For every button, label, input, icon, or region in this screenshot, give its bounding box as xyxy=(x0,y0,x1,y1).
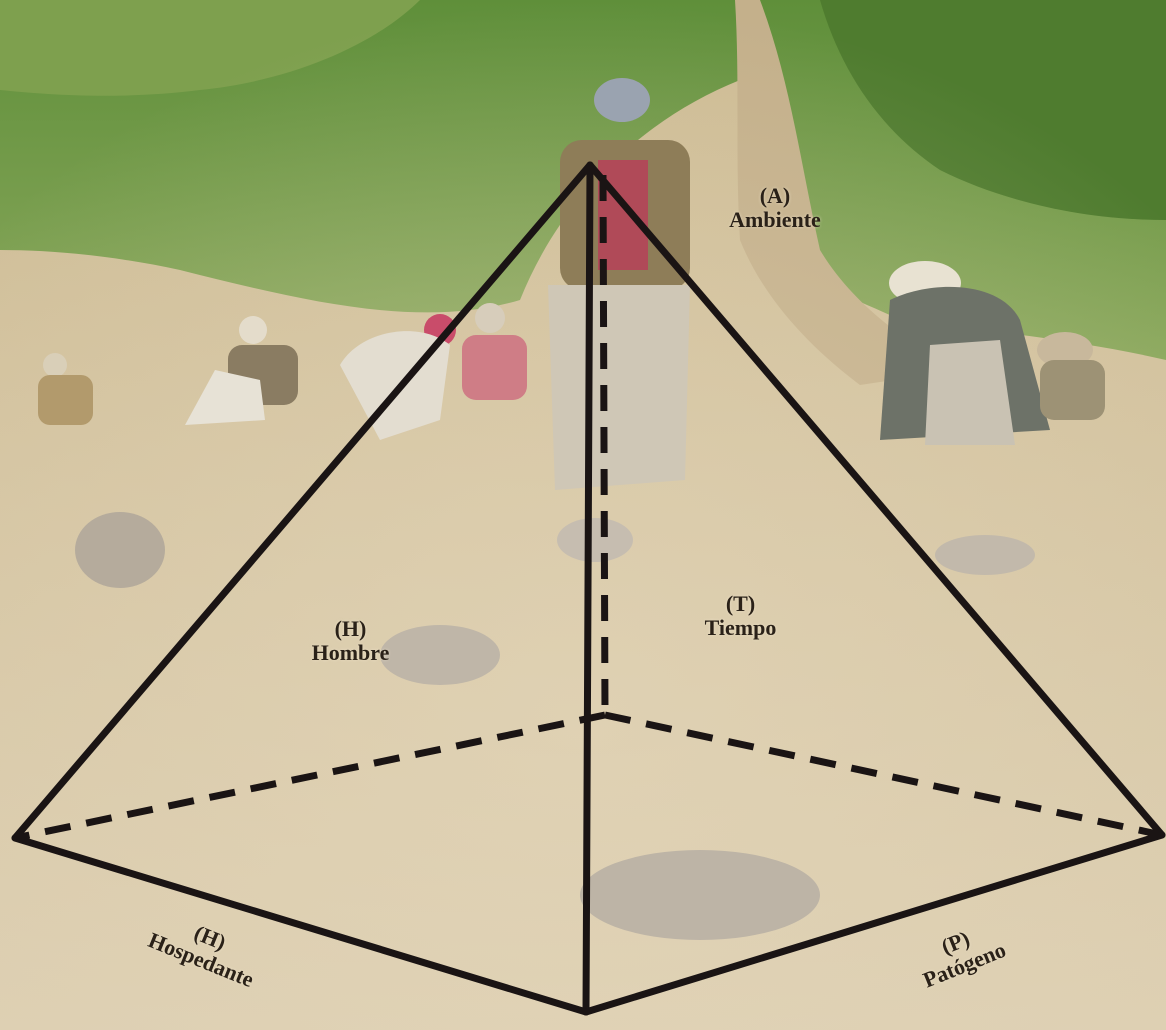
label-hombre-name: Hombre xyxy=(278,641,423,665)
label-hombre: (H) Hombre xyxy=(278,617,423,665)
stone xyxy=(557,518,633,562)
label-tiempo-name: Tiempo xyxy=(668,616,813,640)
label-tiempo-code: (T) xyxy=(668,592,813,616)
stone xyxy=(935,535,1035,575)
label-hombre-code: (H) xyxy=(278,617,423,641)
label-ambiente-code: (A) xyxy=(700,184,850,208)
label-ambiente: (A) Ambiente xyxy=(700,184,850,232)
edge-apex-front xyxy=(586,165,590,1012)
label-tiempo: (T) Tiempo xyxy=(668,592,813,640)
stone xyxy=(580,850,820,940)
stone xyxy=(75,512,165,588)
label-ambiente-name: Ambiente xyxy=(700,208,850,232)
